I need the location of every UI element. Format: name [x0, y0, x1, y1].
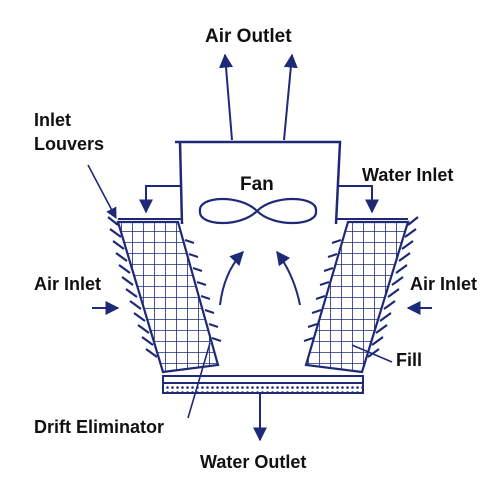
drift-eliminator-left: [184, 239, 222, 342]
label-drift-eliminator: Drift Eliminator: [34, 417, 164, 437]
louvers-leader-line: [87, 164, 117, 219]
label-air-inlet-right: Air Inlet: [410, 274, 477, 294]
airflow-arrows: [219, 250, 301, 306]
drift-eliminator-right: [303, 239, 342, 342]
label-inlet-louvers-line2: Louvers: [34, 134, 104, 154]
fan-icon: [198, 197, 318, 225]
inlet-louvers-right: [367, 216, 419, 358]
fill-left: [116, 220, 220, 374]
fill-leader-line: [351, 344, 393, 363]
water-basin: [162, 375, 364, 394]
drift-eliminator-leader-line: [187, 342, 211, 419]
label-fan: Fan: [240, 174, 274, 195]
label-water-outlet: Water Outlet: [200, 452, 306, 472]
label-fill: Fill: [396, 350, 422, 370]
fan-housing: [175, 140, 342, 225]
label-air-outlet: Air Outlet: [205, 26, 292, 47]
label-air-inlet-left: Air Inlet: [34, 274, 101, 294]
label-water-inlet: Water Inlet: [362, 165, 453, 185]
label-inlet-louvers-line1: Inlet: [34, 110, 71, 130]
air-outlet-arrows: [219, 53, 298, 141]
air-outlet-arrow-left: [219, 53, 234, 141]
air-outlet-arrow-right: [283, 53, 298, 141]
